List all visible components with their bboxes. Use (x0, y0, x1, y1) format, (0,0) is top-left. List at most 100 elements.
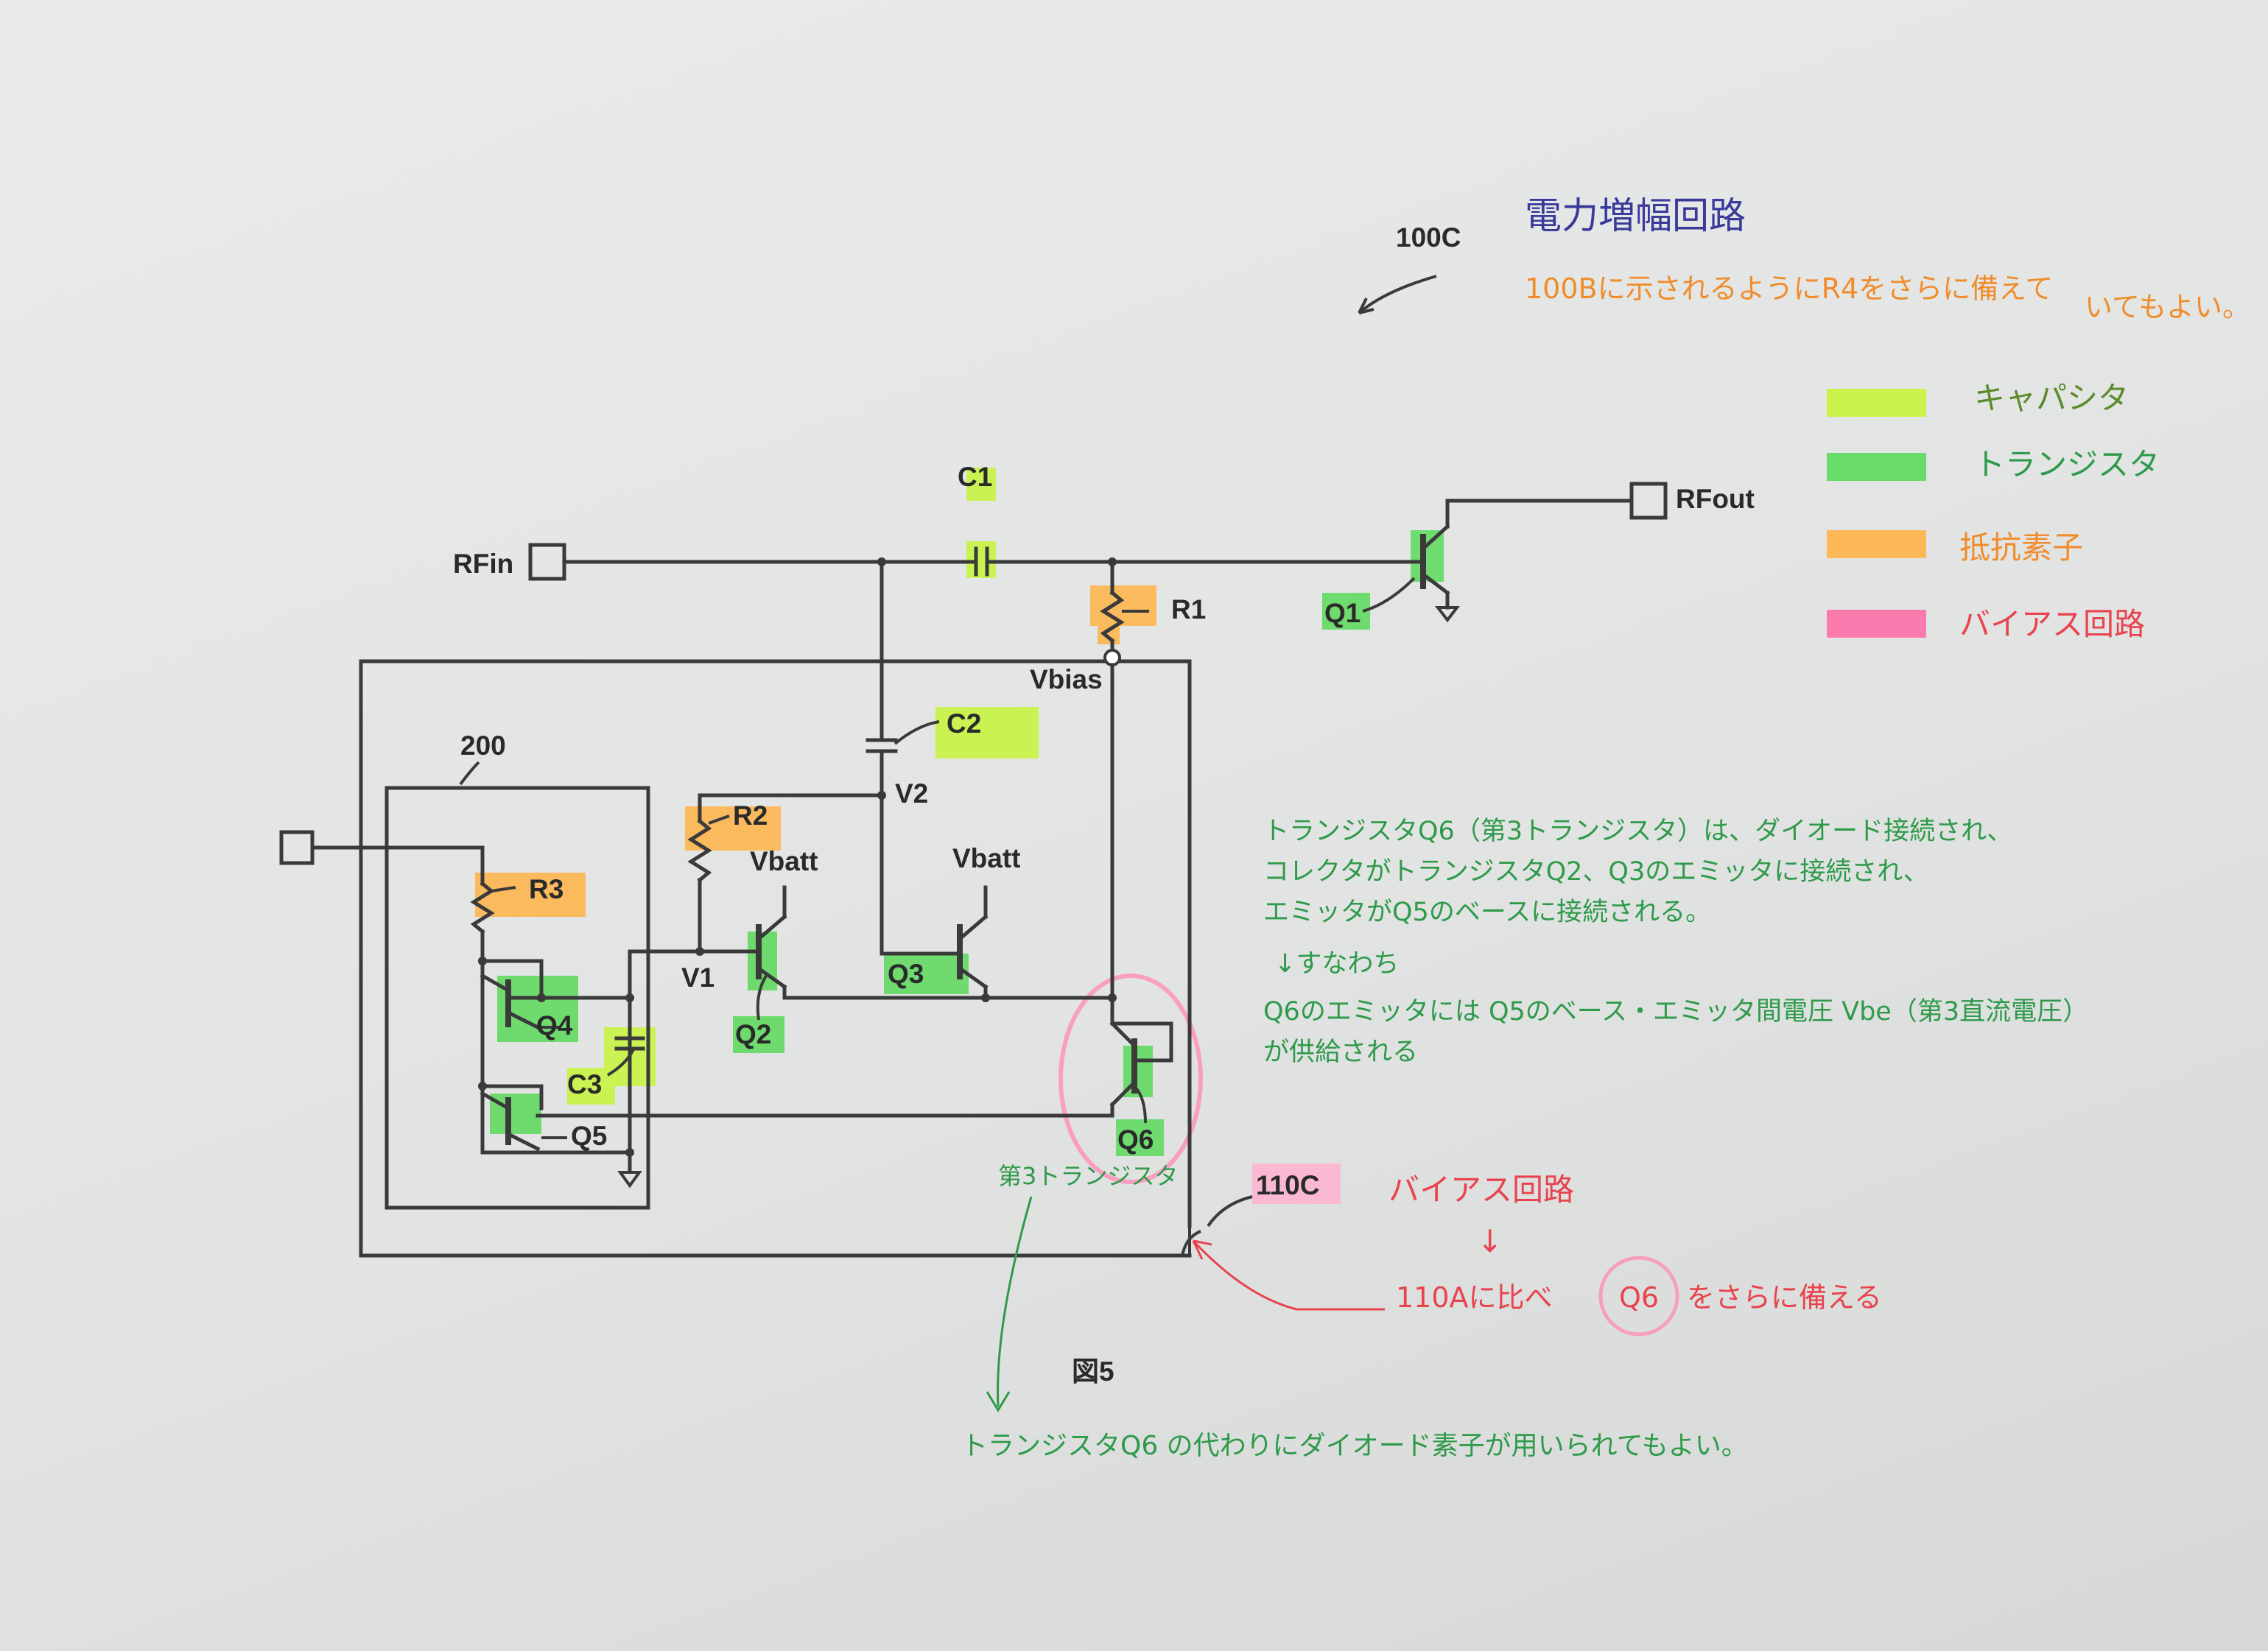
q1-body-highlight (1411, 530, 1444, 582)
100c-arrow (1358, 275, 1437, 314)
bias-block-outline-right (1117, 659, 1192, 1228)
bias-detail-suffix: をさらに備える (1687, 1281, 1882, 1314)
q5-emitter-lead (505, 1131, 541, 1152)
third-transistor-note: 第3トランジスタ (998, 1162, 1178, 1190)
figure-caption: 図5 (1072, 1356, 1114, 1387)
legend-swatch-transistor (1827, 453, 1926, 481)
110c-highlight (1252, 1164, 1341, 1204)
q6-to-q5-base-wire (536, 1102, 1114, 1118)
legend-swatch-capacitor (1827, 389, 1926, 417)
block-200-outline (385, 786, 650, 1210)
r1-label: R1 (1171, 594, 1206, 624)
rfin-terminal (528, 543, 566, 581)
110c-label: 110C (1256, 1170, 1319, 1200)
q5-highlight (490, 1094, 541, 1134)
r3-label: R3 (529, 874, 564, 904)
r1-resistor (1100, 590, 1125, 644)
ground-symbol (617, 1171, 642, 1189)
third-transistor-arrow (997, 1196, 1033, 1407)
bias-block-outline (359, 659, 1192, 1258)
q6-diode-connection (1110, 1021, 1173, 1063)
vbatt-q2-label: Vbatt (750, 846, 818, 876)
c3-leader (606, 1049, 635, 1077)
q5-label: Q5 (571, 1121, 607, 1151)
q1-highlight (1322, 593, 1370, 630)
q4-emitter-lead (505, 1010, 541, 1030)
junction-dot (981, 993, 990, 1002)
q1-collector-lead (1420, 524, 1450, 552)
q6-highlight (1116, 1119, 1164, 1156)
green-note-line5: Q6のエミッタには Q5のベース・エミッタ間電圧 Vbe（第3直流電圧） (1263, 997, 2088, 1027)
c1-label: C1 (958, 462, 992, 492)
q6-collector-lead (1109, 1021, 1137, 1049)
c2-leader (893, 720, 940, 745)
ground-symbol (1434, 606, 1461, 623)
v2-to-r2-wire (698, 793, 884, 823)
c2-label: C2 (947, 708, 981, 739)
q2-emitter-wire (782, 985, 1114, 1000)
q4-collector-base-wire (480, 959, 544, 996)
rfin-label: RFin (453, 549, 513, 579)
q5-collector-base-wire (480, 1084, 544, 1110)
bias-note-arrowhead (1192, 1239, 1212, 1260)
input-to-r3-wire (310, 845, 485, 886)
junction-dot (537, 993, 546, 1002)
q6-circle-mark (1058, 974, 1203, 1184)
green-note-line1: トランジスタQ6（第3トランジスタ）は、ダイオード接続され、 (1263, 817, 2012, 846)
q6-leader (1133, 1085, 1147, 1124)
q2-label: Q2 (735, 1019, 771, 1049)
bias-circuit-note: バイアス回路 (1388, 1172, 1574, 1208)
q4-label: Q4 (536, 1010, 573, 1041)
legend-swatch-resistor (1827, 530, 1926, 558)
rfout-label: RFout (1676, 484, 1755, 514)
green-note-line2: コレクタがトランジスタQ2、Q3のエミッタに接続され、 (1263, 857, 1929, 887)
vbias-label: Vbias (1030, 664, 1103, 694)
100c-label: 100C (1396, 222, 1461, 253)
r3-resistor (470, 881, 495, 934)
q6-note-circle-mark (1598, 1256, 1679, 1337)
100c-arrowhead (1358, 298, 1375, 314)
110c-leader (1207, 1195, 1253, 1228)
legend-swatch-bias (1827, 610, 1926, 638)
bias-detail-prefix: 110Aに比べ (1396, 1281, 1553, 1314)
q1-emitter-lead (1420, 571, 1450, 596)
c1-cap-highlight (966, 541, 996, 578)
bias-circuit-arrow: ↓ (1477, 1223, 1503, 1259)
q2-emitter-lead (756, 965, 787, 990)
vbias-node (1103, 649, 1121, 666)
green-note-line6: が供給される (1263, 1038, 1418, 1067)
q6-emitter-lead (1109, 1080, 1137, 1108)
legend-label-bias: バイアス回路 (1959, 606, 2145, 642)
green-note-line3: エミッタがQ5のベースに接続される。 (1263, 898, 1711, 927)
q6-label: Q6 (1117, 1124, 1154, 1155)
q2-leader (756, 974, 768, 1021)
r3-leader (491, 886, 516, 893)
r2-leader (708, 814, 730, 825)
title-note: 電力増幅回路 (1525, 194, 1746, 237)
c1-highlight (966, 468, 996, 501)
legend-label-transistor: トランジスタ (1974, 446, 2160, 482)
c3-label: C3 (567, 1069, 602, 1099)
q1-leader (1362, 577, 1416, 613)
q1-label: Q1 (1324, 598, 1361, 628)
r2-resistor (687, 818, 712, 883)
q3-highlight (884, 954, 969, 994)
q2-collector-lead (756, 914, 787, 942)
orange-note-line1: 100Bに示されるようにR4をさらに備えて (1525, 272, 2053, 305)
rfout-terminal (1629, 482, 1668, 520)
green-note-line4: ↓すなわち (1274, 949, 1399, 979)
vbatt-q3-label: Vbatt (952, 843, 1021, 873)
c2-highlight (935, 707, 1039, 758)
q5-emitter-ground-wire (480, 1084, 632, 1155)
r2-label: R2 (733, 800, 768, 831)
bias-detail-q6: Q6 (1619, 1281, 1659, 1314)
legend-label-resistor: 抵抗素子 (1959, 529, 2083, 566)
legend-label-capacitor: キャパシタ (1974, 380, 2129, 416)
q3-emitter-lead (957, 965, 989, 990)
q3-collector-lead (957, 914, 989, 942)
q3-label: Q3 (888, 959, 924, 989)
q5-collector-lead (480, 1091, 511, 1111)
bias-block-corner (1180, 1226, 1201, 1257)
